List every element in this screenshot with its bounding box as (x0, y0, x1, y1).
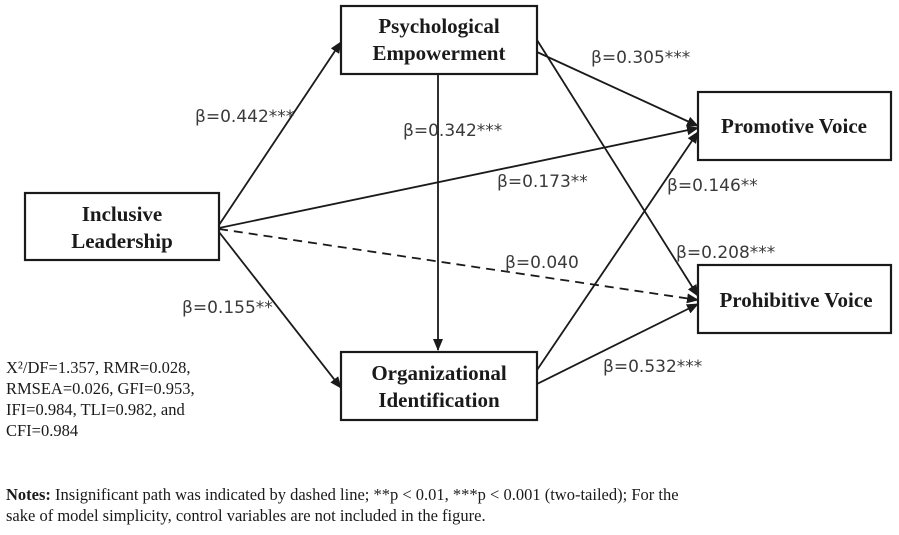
fit-stats-line: X²/DF=1.357, RMR=0.028, (6, 358, 191, 377)
node-label-line: Inclusive (82, 202, 163, 226)
node-label-line: Empowerment (373, 41, 506, 65)
coef-label-il-to-prv: β=0.040 (505, 253, 579, 273)
path-line-oi-to-pv (536, 131, 699, 371)
node-prohibitive-voice: Prohibitive Voice (696, 263, 893, 335)
coef-label-il-to-pv: β=0.173** (497, 172, 588, 192)
coef-label-oi-to-pv: β=0.146** (667, 176, 758, 196)
coef-label-pe-to-pv: β=0.305*** (591, 48, 690, 68)
node-organizational-identification: Organizational Identification (339, 350, 539, 422)
path-line-il-to-prv (218, 228, 699, 304)
model-fit-statistics: X²/DF=1.357, RMR=0.028, RMSEA=0.026, GFI… (6, 357, 266, 441)
coef-label-pe-to-oi: β=0.342*** (403, 121, 502, 141)
node-label-line: Promotive Voice (721, 114, 867, 138)
node-label-line: Organizational (371, 361, 506, 385)
notes-text: sake of model simplicity, control variab… (6, 506, 486, 525)
node-promotive-voice: Promotive Voice (696, 90, 893, 162)
fit-stats-line: IFI=0.984, TLI=0.982, and (6, 400, 185, 419)
path-line-il-to-pe (218, 41, 342, 226)
path-line-il-to-oi (218, 231, 342, 389)
coef-label-il-to-oi: β=0.155** (182, 298, 273, 318)
node-inclusive-leadership: Inclusive Leadership (23, 191, 221, 262)
path-line-pe-to-pv (536, 51, 699, 127)
fit-stats-line: CFI=0.984 (6, 421, 79, 440)
path-line-pe-to-prv (536, 39, 699, 297)
node-label-line: Prohibitive Voice (719, 288, 872, 312)
coef-label-oi-to-prv: β=0.532*** (603, 357, 702, 377)
path-line-il-to-pv (218, 125, 699, 229)
coef-label-pe-to-prv: β=0.208*** (676, 243, 775, 263)
node-psychological-empowerment: Psychological Empowerment (339, 4, 539, 76)
notes-label: Notes: (6, 485, 51, 504)
notes-text: Insignificant path was indicated by dash… (50, 485, 679, 504)
node-label-line: Identification (378, 388, 500, 412)
path-line-oi-to-prv (536, 303, 699, 385)
coef-label-il-to-pe: β=0.442*** (195, 107, 294, 127)
node-label-line: Psychological (378, 14, 499, 38)
node-label-line: Leadership (71, 229, 173, 253)
fit-stats-line: RMSEA=0.026, GFI=0.953, (6, 379, 195, 398)
figure-notes: Notes: Insignificant path was indicated … (6, 484, 886, 526)
